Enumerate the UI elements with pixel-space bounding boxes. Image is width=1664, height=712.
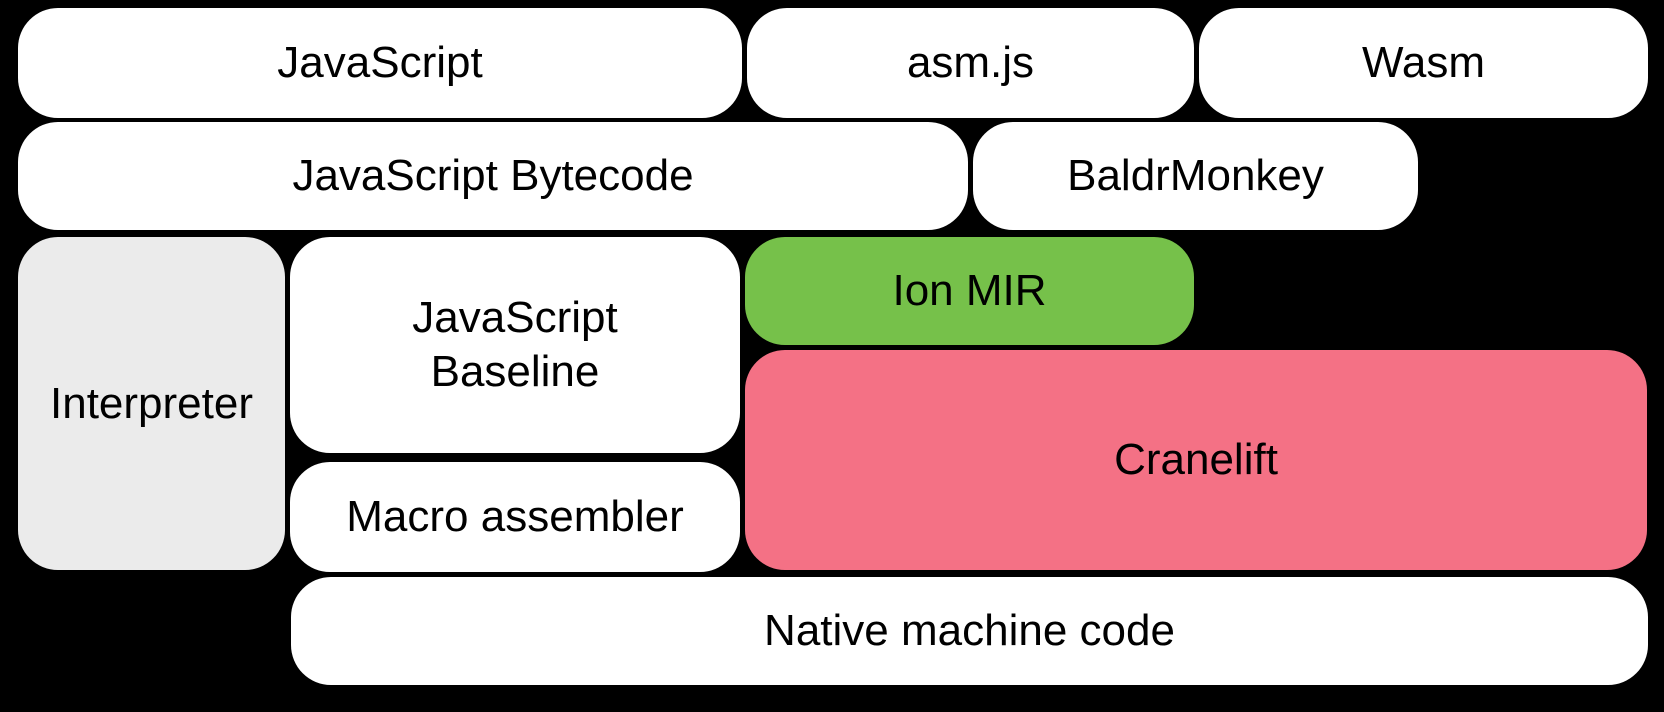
- node-javascript: JavaScript: [18, 8, 742, 118]
- node-javascript-bytecode: JavaScript Bytecode: [18, 122, 968, 230]
- node-baldrmonkey: BaldrMonkey: [973, 122, 1418, 230]
- node-wasm: Wasm: [1199, 8, 1648, 118]
- node-native-machine-code: Native machine code: [291, 577, 1648, 685]
- node-asmjs: asm.js: [747, 8, 1194, 118]
- node-javascript-baseline: JavaScript Baseline: [290, 237, 740, 453]
- node-macro-assembler: Macro assembler: [290, 462, 740, 572]
- node-interpreter: Interpreter: [18, 237, 285, 570]
- node-cranelift: Cranelift: [745, 350, 1647, 570]
- node-ion-mir: Ion MIR: [745, 237, 1194, 345]
